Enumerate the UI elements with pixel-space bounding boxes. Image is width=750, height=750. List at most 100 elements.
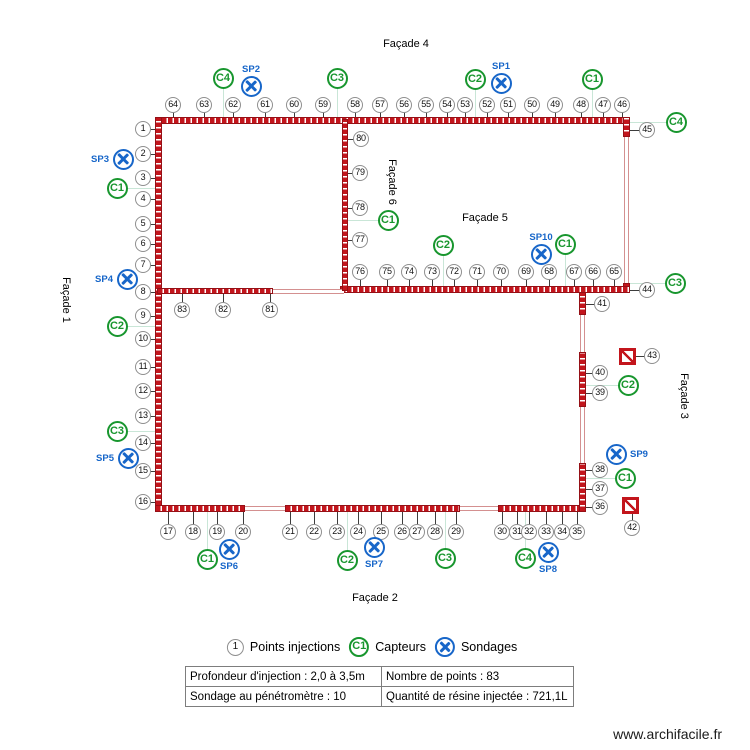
injection-point-46[interactable]: 46 — [614, 97, 630, 113]
wall-segment[interactable] — [579, 463, 586, 512]
injection-point-74[interactable]: 74 — [401, 264, 417, 280]
injection-point-55[interactable]: 55 — [418, 97, 434, 113]
wall-segment[interactable] — [285, 505, 460, 512]
sondage-SP6-icon[interactable] — [218, 538, 240, 560]
sensor-C2[interactable]: C2 — [106, 315, 128, 337]
injection-point-14[interactable]: 14 — [135, 435, 151, 451]
sensor-C2[interactable]: C2 — [617, 374, 639, 396]
injection-point-11[interactable]: 11 — [135, 359, 151, 375]
injection-point-41[interactable]: 41 — [594, 296, 610, 312]
injection-point-26[interactable]: 26 — [394, 524, 410, 540]
injection-point-81[interactable]: 81 — [262, 302, 278, 318]
injection-point-12[interactable]: 12 — [135, 383, 151, 399]
sensor-C2[interactable]: C2 — [432, 234, 454, 256]
sondage-SP9-icon[interactable] — [605, 443, 627, 465]
sensor-C3[interactable]: C3 — [326, 67, 348, 89]
sondage-SP2-icon[interactable] — [240, 75, 262, 97]
injection-point-36[interactable]: 36 — [592, 499, 608, 515]
injection-point-68[interactable]: 68 — [541, 264, 557, 280]
injection-point-42[interactable]: 42 — [624, 520, 640, 536]
sensor-C4[interactable]: C4 — [514, 547, 536, 569]
wall-opening[interactable] — [460, 506, 498, 511]
injection-point-76[interactable]: 76 — [352, 264, 368, 280]
injection-point-35[interactable]: 35 — [569, 524, 585, 540]
wall-segment[interactable] — [623, 117, 630, 137]
injection-point-32[interactable]: 32 — [521, 524, 537, 540]
injection-point-5[interactable]: 5 — [135, 216, 151, 232]
wall-segment[interactable] — [340, 286, 630, 293]
sensor-C4[interactable]: C4 — [665, 111, 687, 133]
injection-point-61[interactable]: 61 — [257, 97, 273, 113]
injection-point-39[interactable]: 39 — [592, 385, 608, 401]
injection-point-72[interactable]: 72 — [446, 264, 462, 280]
injection-point-53[interactable]: 53 — [457, 97, 473, 113]
injection-point-45[interactable]: 45 — [639, 122, 655, 138]
wall-segment[interactable] — [579, 352, 586, 407]
injection-point-15[interactable]: 15 — [135, 463, 151, 479]
injection-point-10[interactable]: 10 — [135, 331, 151, 347]
sondage-SP1-icon[interactable] — [490, 72, 512, 94]
injection-point-77[interactable]: 77 — [352, 232, 368, 248]
injection-point-23[interactable]: 23 — [329, 524, 345, 540]
sondage-SP10-icon[interactable] — [530, 243, 552, 265]
injection-point-80[interactable]: 80 — [353, 131, 369, 147]
sensor-C4[interactable]: C4 — [212, 67, 234, 89]
injection-point-8[interactable]: 8 — [135, 284, 151, 300]
injection-point-54[interactable]: 54 — [439, 97, 455, 113]
injection-point-65[interactable]: 65 — [606, 264, 622, 280]
wall-segment[interactable] — [155, 505, 245, 512]
injection-point-33[interactable]: 33 — [538, 524, 554, 540]
injection-point-44[interactable]: 44 — [639, 282, 655, 298]
wall-segment[interactable] — [155, 117, 162, 512]
injection-point-59[interactable]: 59 — [315, 97, 331, 113]
injection-point-70[interactable]: 70 — [493, 264, 509, 280]
injection-point-7[interactable]: 7 — [135, 257, 151, 273]
sensor-C2[interactable]: C2 — [464, 68, 486, 90]
injection-point-50[interactable]: 50 — [524, 97, 540, 113]
injection-point-52[interactable]: 52 — [479, 97, 495, 113]
injection-point-78[interactable]: 78 — [352, 200, 368, 216]
injection-point-29[interactable]: 29 — [448, 524, 464, 540]
injection-point-34[interactable]: 34 — [554, 524, 570, 540]
injection-point-71[interactable]: 71 — [469, 264, 485, 280]
wall-segment[interactable] — [155, 117, 630, 124]
sensor-C1[interactable]: C1 — [377, 209, 399, 231]
injection-point-19[interactable]: 19 — [209, 524, 225, 540]
injection-point-48[interactable]: 48 — [573, 97, 589, 113]
injection-point-83[interactable]: 83 — [174, 302, 190, 318]
injection-point-60[interactable]: 60 — [286, 97, 302, 113]
injection-point-4[interactable]: 4 — [135, 191, 151, 207]
injection-point-56[interactable]: 56 — [396, 97, 412, 113]
injection-point-69[interactable]: 69 — [518, 264, 534, 280]
injection-point-66[interactable]: 66 — [585, 264, 601, 280]
injection-point-1[interactable]: 1 — [135, 121, 151, 137]
wall-segment[interactable] — [498, 505, 586, 512]
injection-point-67[interactable]: 67 — [566, 264, 582, 280]
injection-point-17[interactable]: 17 — [160, 524, 176, 540]
injection-point-43[interactable]: 43 — [644, 348, 660, 364]
wall-opening[interactable] — [580, 407, 585, 463]
injection-point-20[interactable]: 20 — [235, 524, 251, 540]
injection-point-75[interactable]: 75 — [379, 264, 395, 280]
wall-opening[interactable] — [245, 506, 285, 511]
injection-point-30[interactable]: 30 — [494, 524, 510, 540]
injection-point-58[interactable]: 58 — [347, 97, 363, 113]
injection-point-27[interactable]: 27 — [409, 524, 425, 540]
injection-point-28[interactable]: 28 — [427, 524, 443, 540]
injection-point-13[interactable]: 13 — [135, 408, 151, 424]
sondage-SP8-icon[interactable] — [537, 541, 559, 563]
injection-point-24[interactable]: 24 — [350, 524, 366, 540]
sensor-C2[interactable]: C2 — [336, 549, 358, 571]
injection-point-63[interactable]: 63 — [196, 97, 212, 113]
injection-point-62[interactable]: 62 — [225, 97, 241, 113]
injection-point-79[interactable]: 79 — [352, 165, 368, 181]
sensor-C1[interactable]: C1 — [614, 467, 636, 489]
sensor-C3[interactable]: C3 — [434, 547, 456, 569]
injection-point-3[interactable]: 3 — [135, 170, 151, 186]
sondage-SP7-icon[interactable] — [363, 536, 385, 558]
injection-point-49[interactable]: 49 — [547, 97, 563, 113]
injection-point-82[interactable]: 82 — [215, 302, 231, 318]
hatch-square[interactable] — [622, 497, 639, 514]
sondage-SP4-icon[interactable] — [116, 268, 138, 290]
injection-point-37[interactable]: 37 — [592, 481, 608, 497]
